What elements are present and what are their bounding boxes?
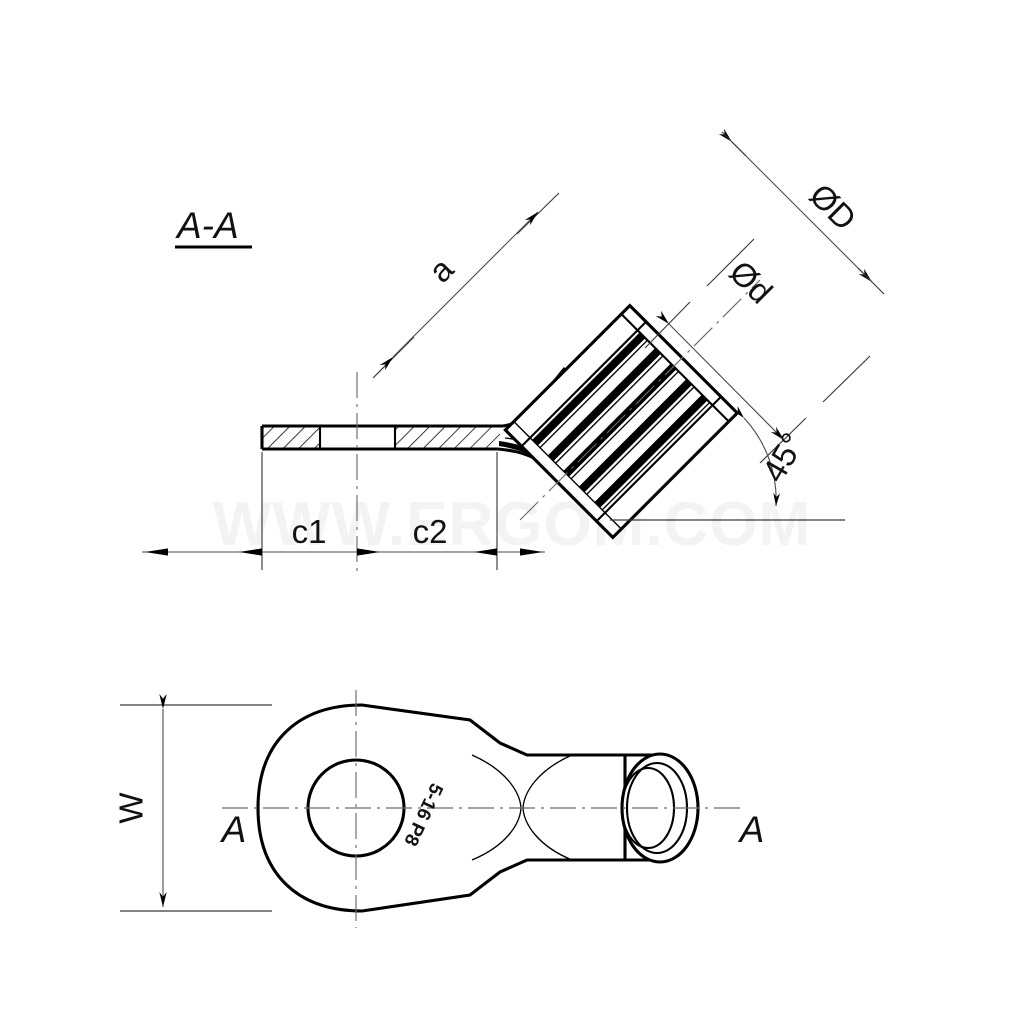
watermark-text: WWW.ERGOM.COM (213, 490, 811, 559)
dim-c1-arrow-right (239, 548, 262, 556)
section-title-label: A-A (175, 205, 239, 246)
angle-label: 45° (755, 426, 812, 488)
plan-view: 5-16 P8 A A W (113, 690, 765, 928)
dim-a-ext-right (516, 192, 560, 235)
dim-a-line (379, 211, 539, 371)
strand-sep-1 (539, 339, 648, 449)
dim-D-ext-lower (822, 355, 871, 403)
dim-a-ext-left (372, 336, 415, 379)
ring-outline-path (256, 703, 627, 913)
strand-band-2 (547, 347, 661, 462)
dim-a-label: a (421, 250, 461, 290)
dim-w-label: W (113, 792, 150, 824)
strand-band-1 (532, 332, 646, 446)
dim-c1-label: c1 (292, 513, 327, 550)
tongue-hatch-left (262, 426, 320, 449)
dim-D-tick-lower (857, 267, 885, 295)
barrel-wall-top (520, 321, 647, 448)
part-marking-label: 5-16 P8 (399, 780, 446, 849)
dim-c2-label: c2 (413, 513, 448, 550)
dim-c-arrow-outer-right (520, 548, 543, 556)
dim-D-tick-upper (721, 131, 747, 157)
dimension-w: W (113, 694, 272, 912)
section-title-group: A-A (175, 205, 252, 249)
angle-arc (732, 406, 781, 507)
dim-D-line (718, 128, 873, 283)
tongue-section (260, 424, 503, 451)
barrel-axis-centerline (519, 279, 761, 521)
dimension-c-group: c1 c2 (142, 452, 545, 570)
dim-D-label: ØD (803, 176, 864, 237)
plan-barrel (572, 752, 700, 864)
strand-sep-2 (555, 355, 664, 464)
dim-c2-arrow-left (357, 548, 380, 556)
section-marker-left: A (220, 809, 247, 850)
dim-c1-arrow-outer-left (145, 548, 168, 556)
dimension-a: a (372, 192, 560, 379)
barrel-back-inner (513, 421, 622, 530)
section-marker-right: A (738, 809, 765, 850)
tongue-hatch-right (395, 426, 500, 449)
watermark: WWW.ERGOM.COM (213, 490, 811, 559)
dim-c2-arrow-right (474, 548, 497, 556)
